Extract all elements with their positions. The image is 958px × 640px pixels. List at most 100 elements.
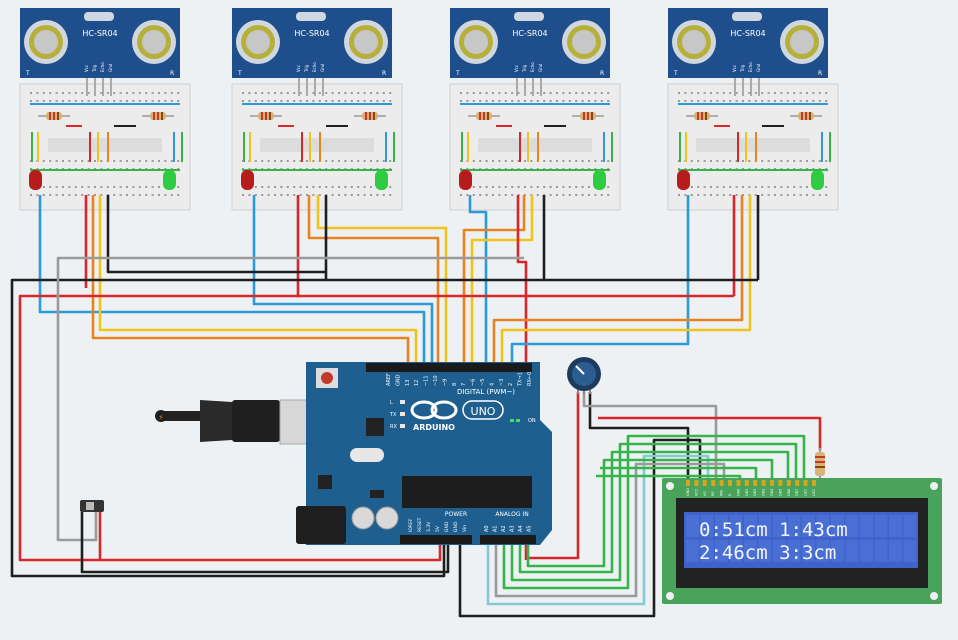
lcd-line-2: 2:46cm 3:3cm — [699, 542, 836, 564]
wire-gnd-1 — [106, 195, 112, 274]
wire-lcd-d3 — [600, 466, 758, 482]
digital-pin-label: ~6 — [471, 379, 477, 386]
power-pin-label: RESET — [417, 517, 423, 532]
digital-pin-label: ~11 — [424, 375, 430, 386]
wire-5v-bus — [18, 294, 734, 562]
digital-pin-label: 2 — [508, 383, 514, 386]
analog-header — [480, 535, 536, 544]
sensor-model-label: HC-SR04 — [512, 29, 547, 38]
board-led-label: TX — [389, 412, 397, 418]
slide-switch[interactable] — [80, 500, 104, 512]
usb-chip — [366, 418, 384, 436]
digital-label: DIGITAL (PWM~) — [457, 388, 515, 396]
led-green-3 — [593, 170, 606, 190]
receiver-mark: R — [600, 70, 604, 77]
board-led-label: RX — [390, 424, 397, 430]
analog-pin-label: A0 — [484, 525, 490, 532]
wire-echo-1 — [38, 195, 426, 362]
voltage-regulator — [318, 475, 332, 489]
lcd-pin-label: DB4 — [770, 488, 774, 496]
wire-lcd-d6 — [518, 450, 790, 574]
wire-echo-2 — [252, 195, 434, 362]
breadboard-3 — [449, 83, 621, 211]
digital-header — [366, 363, 532, 372]
board-led-label: L — [390, 400, 393, 406]
capacitor-2 — [375, 506, 399, 530]
led-red-2 — [241, 170, 254, 190]
transmitter-mark: T — [455, 70, 460, 77]
digital-pin-label: RX←0 — [527, 372, 533, 386]
resistor-right-3 — [572, 112, 604, 120]
capacitor-1 — [351, 506, 375, 530]
lcd-pin-label: VCC — [694, 488, 698, 496]
resistor-right-1 — [142, 112, 174, 120]
wire-black-switch — [80, 512, 450, 574]
dc-power-jack — [296, 506, 346, 544]
resistor-left-3 — [468, 112, 500, 120]
power-pin-label: 3.3V — [426, 521, 432, 532]
lcd-pin-label: DB0 — [736, 489, 740, 496]
breadboard-4 — [667, 83, 839, 211]
sensor-pin-label: Vcc — [84, 65, 89, 72]
sensor-pin-label: Echo — [748, 62, 753, 72]
potentiometer[interactable] — [567, 357, 601, 394]
wire-gnd-bus — [10, 278, 758, 578]
sensor-model-label: HC-SR04 — [82, 29, 117, 38]
wire-trig-4 — [492, 195, 744, 362]
sensor-pin-label: Trig — [522, 64, 527, 73]
resistor-right-2 — [354, 112, 386, 120]
receiver-mark: R — [818, 70, 822, 77]
wire-trig-2 — [307, 195, 440, 362]
led-red-3 — [459, 170, 472, 190]
digital-pin-label: ~3 — [499, 379, 505, 386]
digital-pin-label: AREF — [386, 373, 392, 386]
resistor-left-2 — [250, 112, 282, 120]
usb-plug — [200, 400, 232, 442]
analog-pin-label: A2 — [501, 525, 507, 532]
lcd-pin-label: LED — [804, 489, 808, 496]
reset-button[interactable] — [321, 372, 333, 384]
sensor-model-label: HC-SR04 — [294, 29, 329, 38]
power-label: POWER — [445, 511, 467, 518]
receiver-mark: R — [382, 70, 386, 77]
led-red-1 — [29, 170, 42, 190]
lcd-pin-label: LED — [812, 489, 816, 496]
breadboard-1 — [19, 83, 191, 211]
resistor-left-1 — [38, 112, 70, 120]
sensor-pin-label: Trig — [92, 64, 97, 73]
transmitter-mark: T — [237, 70, 242, 77]
resistor-right-4 — [790, 112, 822, 120]
sensor-pin-label: Echo — [530, 62, 535, 72]
wire-gray-switch — [56, 256, 524, 542]
wire-lcd-d7 — [526, 458, 774, 568]
lcd-pin-label: DB1 — [745, 489, 749, 496]
wire-trig-1b — [98, 195, 418, 362]
wire-pot-5v — [528, 392, 580, 560]
digital-pin-label: 8 — [452, 383, 458, 386]
digital-pin-label: ~10 — [433, 375, 439, 386]
arduino-model: UNO — [471, 405, 496, 418]
wire-trig-1 — [91, 195, 410, 362]
power-pin-label: GND — [444, 521, 450, 532]
lcd-pin-label: E — [728, 494, 732, 496]
wire-lcd-gnd — [458, 438, 702, 618]
analog-label: ANALOG IN — [495, 511, 528, 518]
sensor-pin-label: Vcc — [732, 65, 737, 72]
sensor-pin-label: Trig — [740, 64, 745, 73]
wire-echo-4 — [510, 195, 690, 362]
lcd-pin-label: DB6 — [787, 489, 791, 496]
lcd-pin-label: DB5 — [778, 489, 782, 496]
lcd-resistor — [815, 448, 825, 484]
sensor-pin-label: Echo — [100, 62, 105, 72]
on-label: ON — [528, 418, 536, 424]
sensor-pin-label: Gnd — [108, 63, 113, 72]
breadboard-2 — [231, 83, 403, 211]
digital-pin-label: TX→1 — [518, 372, 524, 387]
led-green-4 — [811, 170, 824, 190]
